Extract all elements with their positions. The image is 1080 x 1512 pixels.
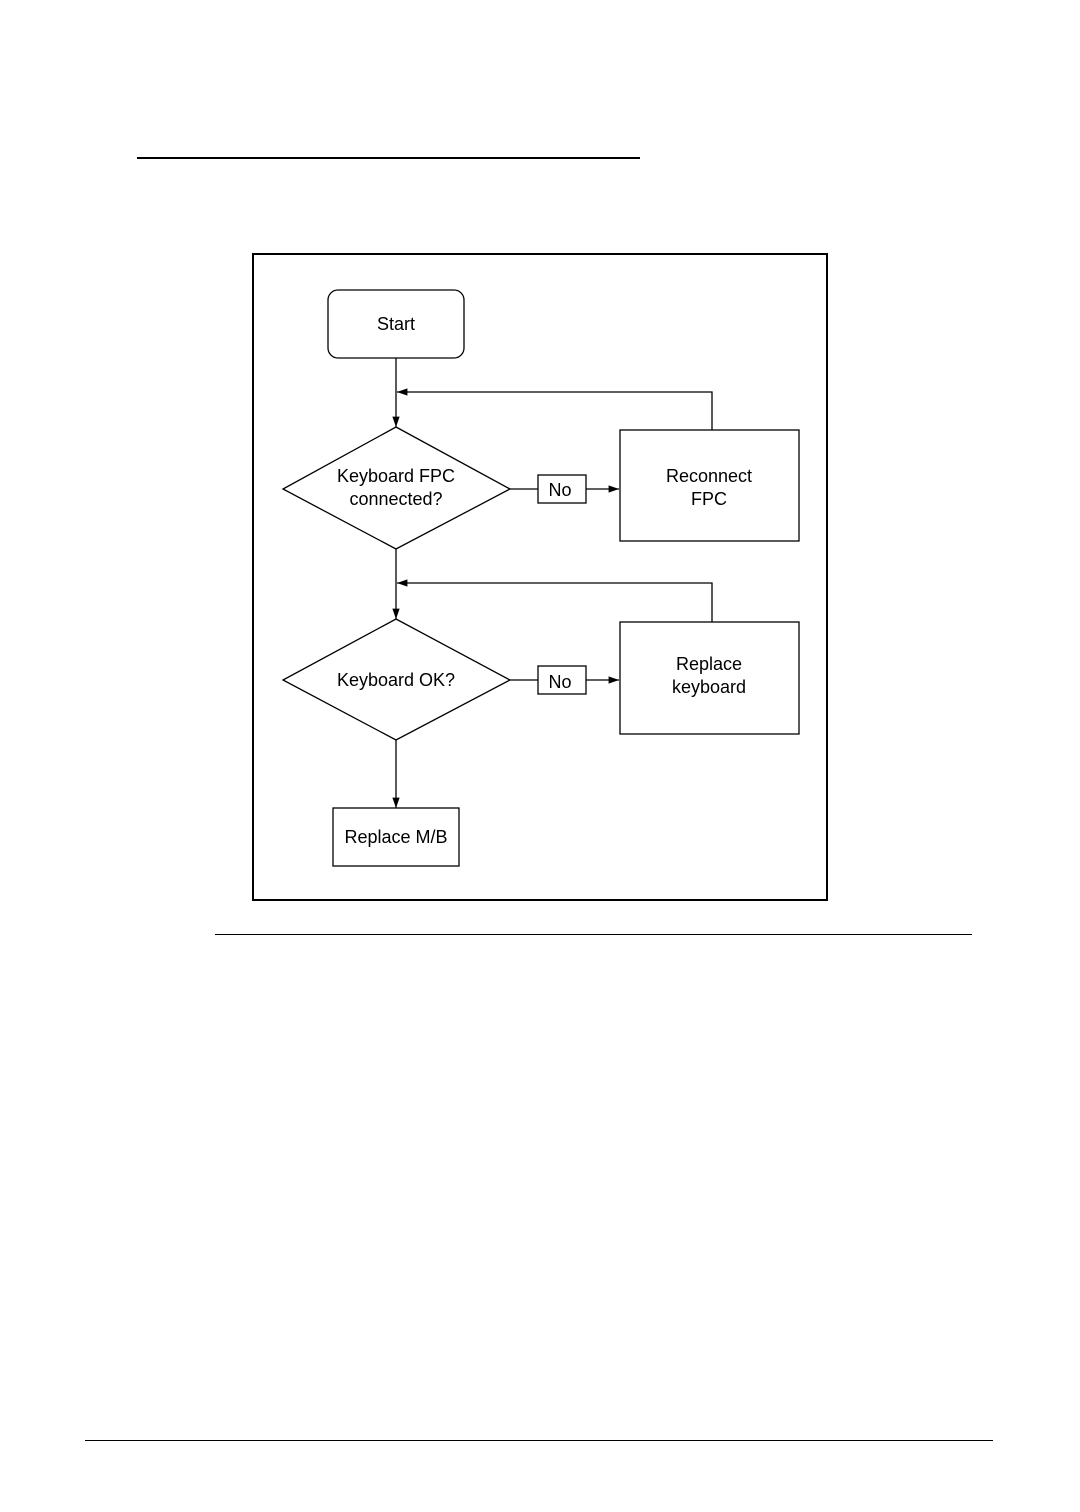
edge-replace-kb-loop-back <box>397 583 712 622</box>
start-label: Start <box>377 314 415 334</box>
replace-mb-label: Replace M/B <box>344 827 447 847</box>
kb-decision-label: Keyboard OK? <box>337 670 455 690</box>
replace-kb-label-line2: keyboard <box>672 677 746 697</box>
fpc-decision-label-line2: connected? <box>349 489 442 509</box>
reconnect-fpc-node: Reconnect FPC <box>620 430 799 541</box>
fpc-connected-decision: Keyboard FPC connected? <box>283 427 510 549</box>
fpc-decision-label-line1: Keyboard FPC <box>337 466 455 486</box>
fpc-no-edge-label: No <box>538 475 586 503</box>
reconnect-label-line1: Reconnect <box>666 466 752 486</box>
fpc-no-label: No <box>548 480 571 500</box>
replace-keyboard-node: Replace keyboard <box>620 622 799 734</box>
kb-no-label: No <box>548 672 571 692</box>
kb-no-edge-label: No <box>538 666 586 694</box>
keyboard-ok-decision: Keyboard OK? <box>283 619 510 740</box>
start-node: Start <box>328 290 464 358</box>
replace-mb-node: Replace M/B <box>333 808 459 866</box>
reconnect-label-line2: FPC <box>691 489 727 509</box>
edge-reconnect-loop-back <box>397 392 712 430</box>
replace-kb-label-line1: Replace <box>676 654 742 674</box>
